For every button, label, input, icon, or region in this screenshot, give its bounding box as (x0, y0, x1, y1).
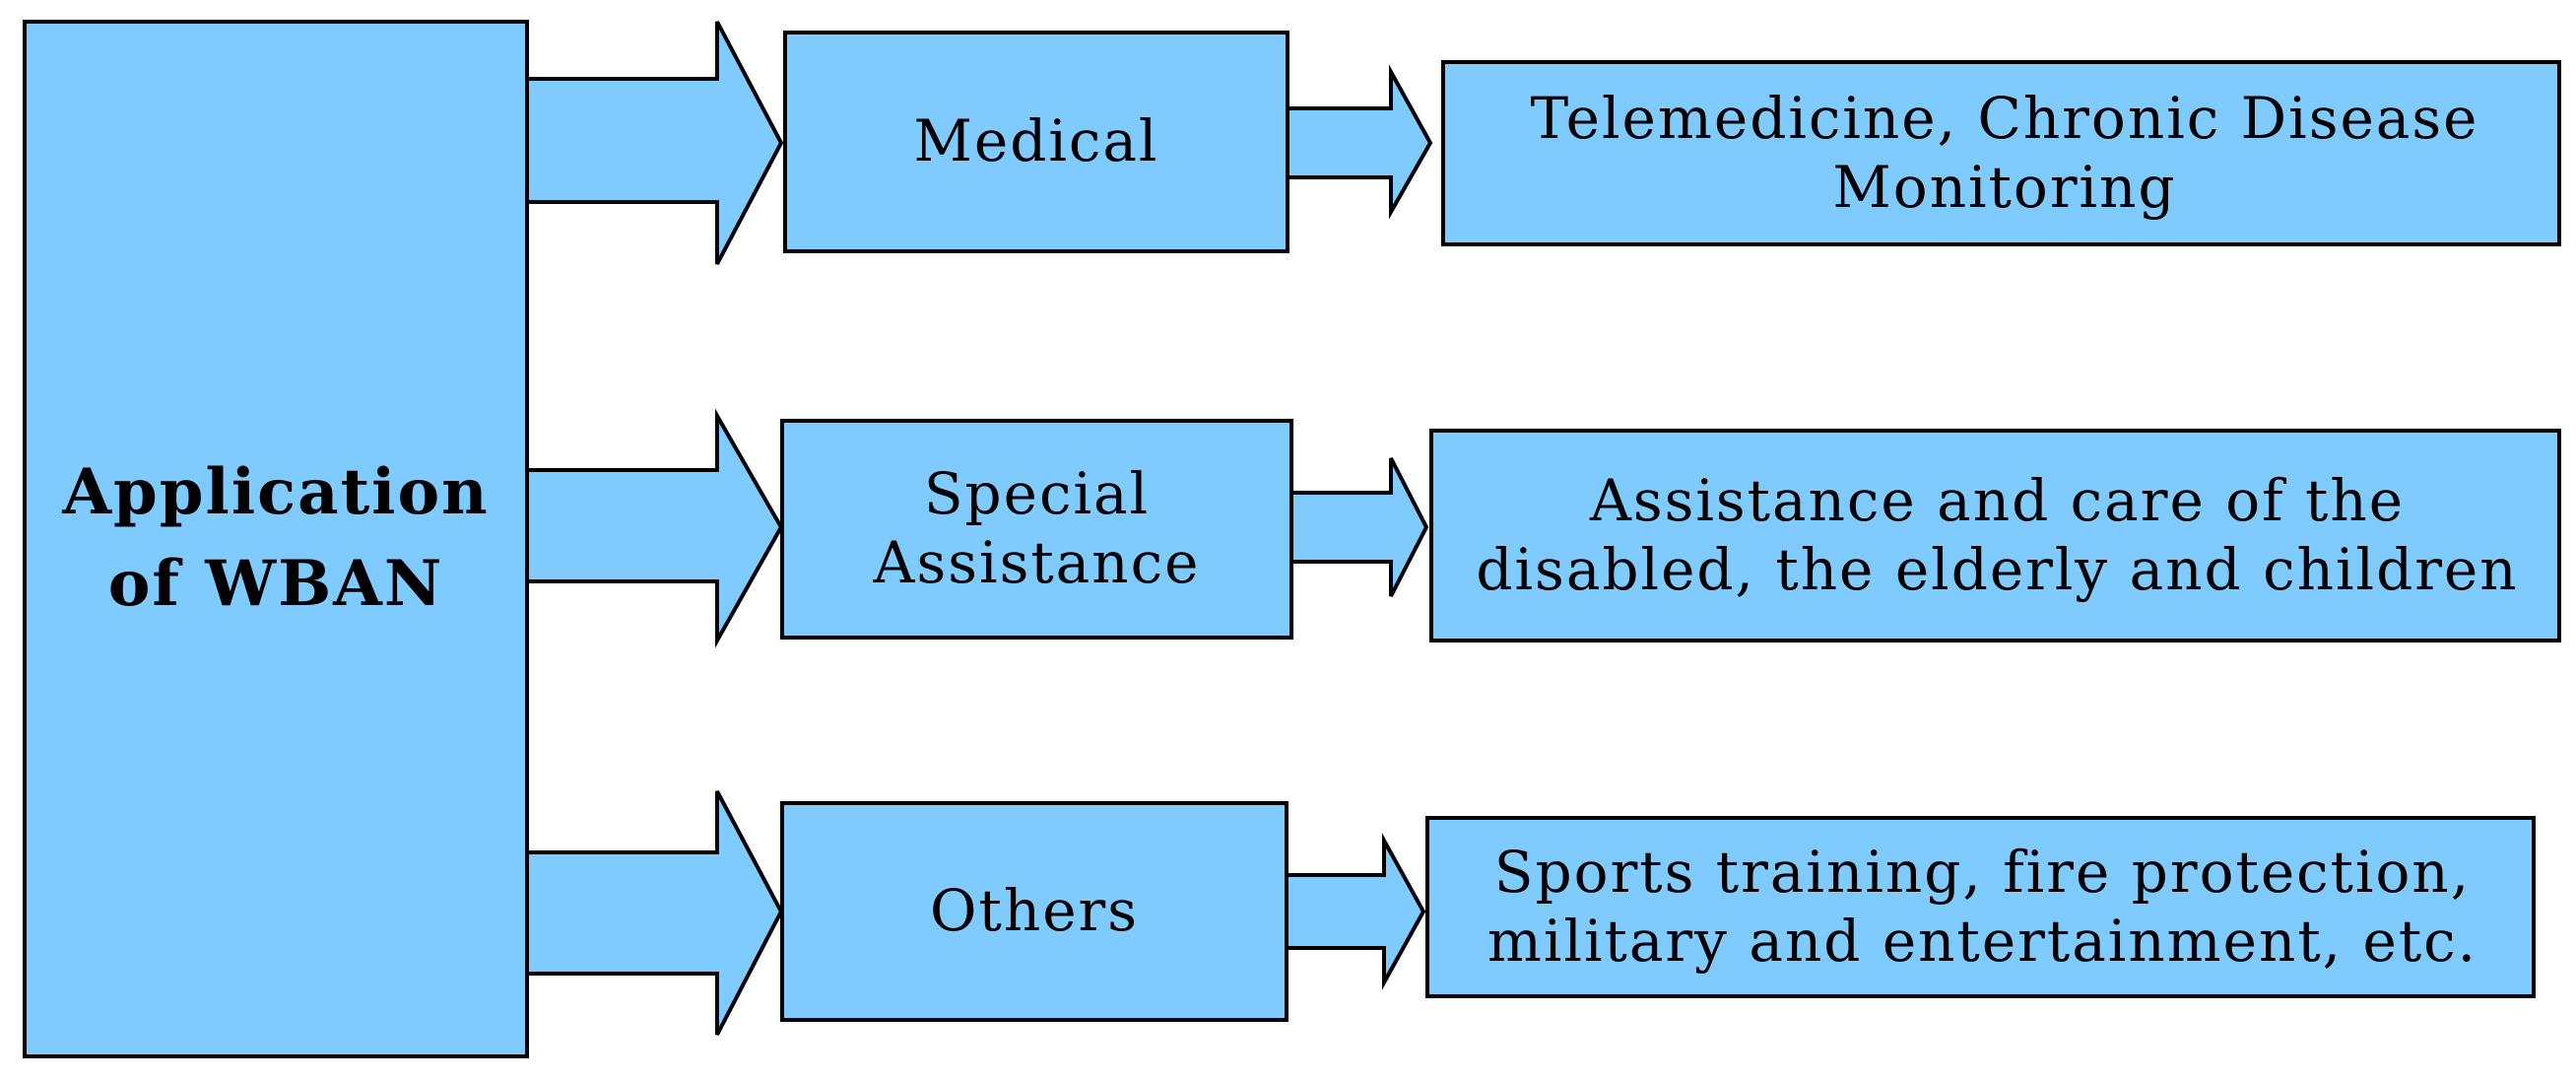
special-assistance-to-detail-arrow (1289, 457, 1429, 597)
root-label: Application of WBAN (62, 455, 490, 621)
special-assistance-detail-box (1429, 429, 2561, 642)
special-assistance-label: Special Assistance (873, 460, 1201, 596)
others-detail-box (1425, 816, 2536, 998)
special-assistance-box (780, 419, 1293, 640)
medical-detail-label: Telemedicine, Chronic Disease Monitoring (1530, 84, 2479, 221)
medical-to-detail-arrow (1286, 64, 1433, 220)
root-box (23, 20, 529, 1058)
root-to-special-assistance-arrow (525, 408, 784, 648)
medical-box (783, 31, 1289, 253)
root-to-medical-arrow (525, 21, 784, 265)
medical-detail-box (1441, 60, 2561, 246)
others-detail-label: Sports training, fire protection, milita… (1486, 838, 2478, 975)
others-label: Others (929, 877, 1140, 945)
others-to-detail-arrow (1285, 833, 1426, 990)
medical-label: Medical (913, 107, 1159, 175)
others-box (780, 801, 1288, 1022)
special-assistance-detail-label: Assistance and care of the disabled, the… (1476, 466, 2519, 603)
root-to-others-arrow (525, 790, 784, 1036)
